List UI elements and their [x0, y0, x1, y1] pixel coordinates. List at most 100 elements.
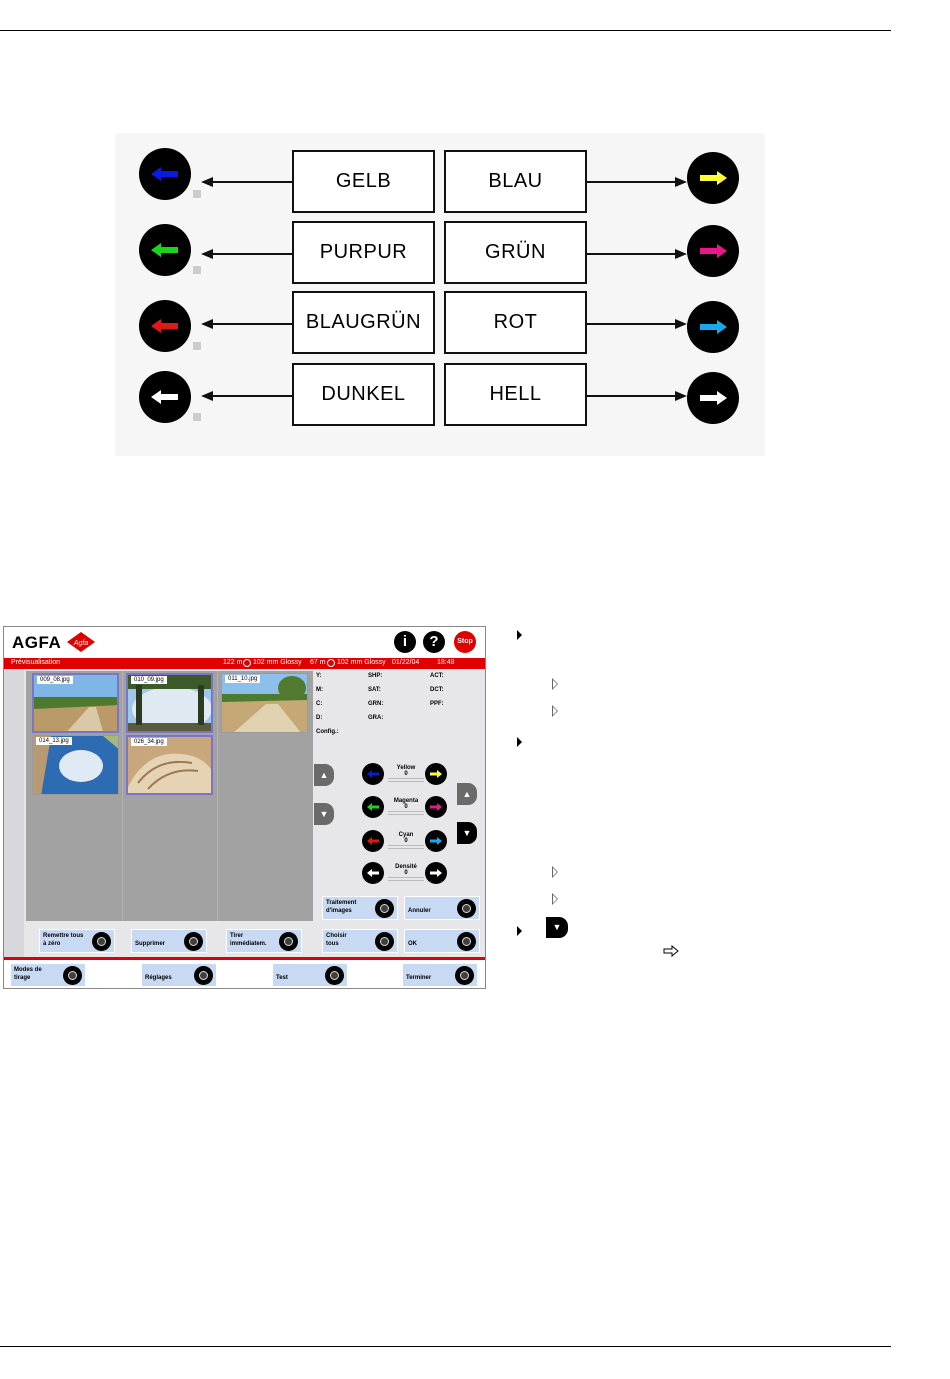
rotary-knob-icon	[194, 966, 213, 985]
bottom-rule	[0, 1346, 891, 1347]
left-strip	[4, 669, 24, 957]
settings-button[interactable]: Réglages	[141, 963, 217, 987]
roll-icon	[243, 659, 251, 667]
rotary-knob-icon	[457, 899, 476, 918]
density-decrease-button[interactable]	[362, 862, 384, 884]
road-photo	[222, 674, 307, 732]
svg-text:Agfa: Agfa	[73, 640, 89, 647]
trees-photo	[128, 675, 211, 731]
info-m: M:	[316, 687, 323, 693]
info-grn: GRN:	[368, 701, 384, 707]
status-bar: Prévisualisation 122 m 102 mm Glossy 67 …	[4, 658, 485, 669]
info-dct: DCT:	[430, 687, 444, 693]
thumbnail-grid: 009_08.jpg 010_09.jpg 011_10.jpg 014_13.…	[26, 671, 313, 921]
yellow-value: 0	[404, 771, 408, 777]
thumbnail-026_34[interactable]: 026_34.jpg	[126, 735, 213, 795]
step-bullet-icon	[517, 737, 522, 747]
media2-length: 67 m	[310, 659, 326, 666]
stop-button[interactable]: Stop	[454, 631, 476, 653]
scroll-down-button[interactable]: ▼	[314, 803, 334, 825]
info-d: D:	[316, 715, 323, 721]
help-icon[interactable]: ?	[423, 631, 445, 653]
magenta-decrease-button[interactable]	[362, 796, 384, 818]
road-photo	[34, 675, 117, 731]
page-up-button[interactable]: ▲	[457, 783, 477, 805]
info-gra: GRA:	[368, 715, 384, 721]
agfa-rhombus-icon: Agfa	[67, 632, 95, 652]
substep-bullet-icon	[552, 705, 558, 717]
shell-photo	[128, 737, 211, 793]
cyan-right-arrow-icon	[687, 301, 739, 353]
finish-button[interactable]: Terminer	[402, 963, 478, 987]
info-c: C:	[316, 701, 323, 707]
info-icon[interactable]: i	[394, 631, 416, 653]
info-ppf: PPF:	[430, 701, 444, 707]
box-rot: ROT	[444, 291, 587, 354]
blue-left-arrow-icon	[139, 148, 191, 200]
substep-bullet-icon	[552, 866, 558, 878]
delete-button[interactable]: Supprimer	[131, 929, 207, 953]
rotary-knob-icon	[455, 966, 474, 985]
scroll-up-button[interactable]: ▲	[314, 764, 334, 786]
rotary-knob-icon	[375, 932, 394, 951]
cyan-value: 0	[404, 838, 408, 844]
info-act: ACT:	[430, 673, 444, 679]
info-y: Y:	[316, 673, 322, 679]
rotary-knob-icon	[375, 899, 394, 918]
thumbnail-010_09[interactable]: 010_09.jpg	[126, 673, 213, 733]
rotary-knob-icon	[184, 932, 203, 951]
ok-button[interactable]: OK	[404, 929, 480, 953]
test-button[interactable]: Test	[272, 963, 348, 987]
color-key-diagram: GELB BLAU PURPUR GRÜN BLAUGRÜN ROT DUNKE…	[115, 133, 765, 456]
box-gelb: GELB	[292, 150, 435, 213]
rotary-knob-icon	[457, 932, 476, 951]
app-header: AGFA Agfa i ? Stop	[4, 627, 485, 658]
cancel-button[interactable]: Annuler	[404, 896, 480, 920]
box-gruen: GRÜN	[444, 221, 587, 284]
info-sat: SAT:	[368, 687, 381, 693]
page-down-button[interactable]: ▼	[457, 822, 477, 844]
cyan-decrease-button[interactable]	[362, 830, 384, 852]
thumbnail-011_10[interactable]: 011_10.jpg	[221, 673, 308, 733]
magenta-value: 0	[404, 804, 408, 810]
yellow-increase-button[interactable]	[425, 763, 447, 785]
sky-photo	[33, 736, 118, 794]
preview-screen: AGFA Agfa i ? Stop Prévisualisation 122 …	[3, 626, 486, 989]
agfa-logo: AGFA	[12, 633, 62, 652]
substep-bullet-icon	[552, 678, 558, 690]
density-value: 0	[404, 870, 408, 876]
green-left-arrow-icon	[139, 224, 191, 276]
box-blaugruen: BLAUGRÜN	[292, 291, 435, 354]
top-rule	[0, 30, 891, 31]
density-increase-button[interactable]	[425, 862, 447, 884]
media1-spec: 102 mm Glossy	[253, 659, 302, 666]
thumbnail-009_08[interactable]: 009_08.jpg	[32, 673, 119, 733]
cyan-increase-button[interactable]	[425, 830, 447, 852]
info-shp: SHP:	[368, 673, 383, 679]
box-blau: BLAU	[444, 150, 587, 213]
info-config: Config.:	[316, 729, 339, 735]
date: 01/22/04	[392, 659, 420, 666]
time: 18:48	[437, 659, 455, 666]
yellow-right-arrow-icon	[687, 152, 739, 204]
box-purpur: PURPUR	[292, 221, 435, 284]
rotary-knob-icon	[63, 966, 82, 985]
red-left-arrow-icon	[139, 300, 191, 352]
substep-bullet-icon	[552, 893, 558, 905]
magenta-increase-button[interactable]	[425, 796, 447, 818]
yellow-decrease-button[interactable]	[362, 763, 384, 785]
magenta-right-arrow-icon	[687, 225, 739, 277]
thumbnail-014_13[interactable]: 014_13.jpg	[32, 735, 119, 795]
rotary-knob-icon	[325, 966, 344, 985]
screen-title: Prévisualisation	[11, 659, 61, 666]
media2-spec: 102 mm Glossy	[337, 659, 386, 666]
